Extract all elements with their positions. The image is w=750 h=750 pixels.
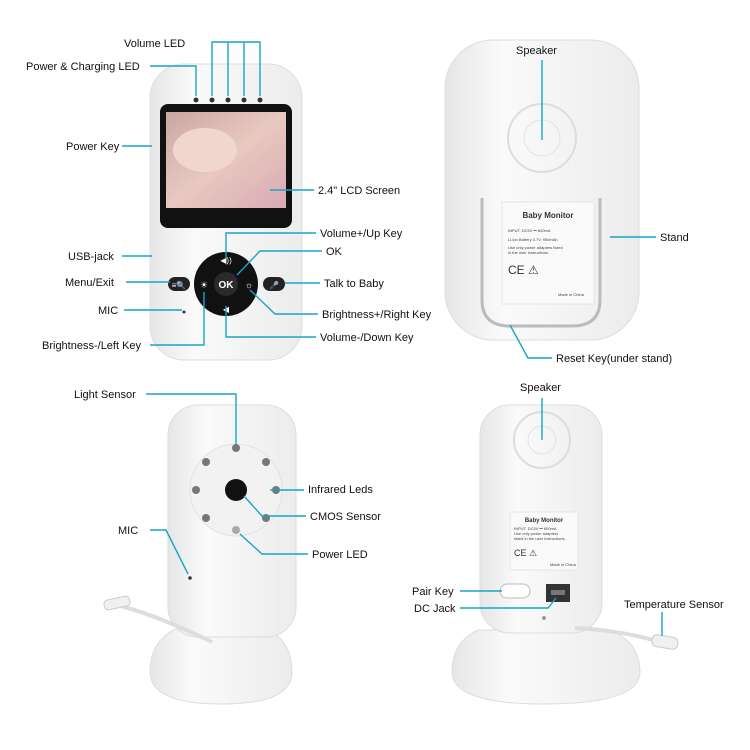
- label-sticker: [501, 201, 595, 305]
- label-speaker: Speaker: [520, 382, 561, 394]
- label-brightness-right: Brightness+/Right Key: [322, 309, 432, 321]
- label-ok: OK: [326, 246, 343, 258]
- label-mic: MIC: [118, 525, 138, 537]
- mic-hole: [182, 310, 186, 314]
- label-volume-up: Volume+/Up Key: [320, 228, 403, 240]
- sticker-text: in the user instructions.: [508, 250, 549, 255]
- parent-unit-front: OK ◀)) ◀ ☀ ☼ ≡🔍 🎤: [149, 63, 303, 361]
- certification-marks: CE ⚠: [508, 263, 539, 277]
- label-dc-jack: DC Jack: [414, 603, 456, 615]
- parent-unit-leaders: [122, 41, 322, 346]
- cmos-lens: [225, 479, 247, 501]
- parent-unit-back: Baby Monitor INPUT: DC5V ⎓ 600mA Li-ion …: [444, 39, 640, 341]
- label-cmos-sensor: CMOS Sensor: [310, 511, 381, 523]
- sticker-text: listed in the user instructions.: [514, 536, 566, 541]
- mic-hole: [188, 576, 192, 580]
- label-volume-down: Volume-/Down Key: [320, 332, 414, 344]
- label-infrared-leds: Infrared Leds: [308, 484, 373, 496]
- label-temperature-sensor: Temperature Sensor: [624, 599, 724, 611]
- ok-button-label: OK: [219, 280, 235, 291]
- sticker-text: Use only power adapters listed: [508, 245, 563, 250]
- sticker-title: Baby Monitor: [525, 518, 564, 524]
- camera-base: [149, 627, 293, 705]
- sticker-title: Baby Monitor: [522, 211, 573, 220]
- sticker-text: INPUT: DC5V ⎓ 600mA: [514, 526, 557, 531]
- camera-front: [103, 404, 297, 705]
- label-power-charging-led: Power & Charging LED: [26, 61, 140, 73]
- sticker-text: Use only power adapters: [514, 531, 558, 536]
- sticker-made-in: Made in China: [550, 562, 577, 567]
- camera-back-leaders: [460, 398, 663, 636]
- label-reset-key: Reset Key(under stand): [556, 353, 672, 365]
- label-power-led: Power LED: [312, 549, 368, 561]
- label-light-sensor: Light Sensor: [74, 389, 136, 401]
- camera-front-leaders: [146, 393, 308, 575]
- pair-key[interactable]: [499, 583, 531, 599]
- camera-base: [451, 629, 641, 705]
- certification-marks: CE ⚠: [514, 548, 537, 558]
- label-speaker: Speaker: [516, 45, 557, 57]
- brightness-left-icon[interactable]: ☀: [200, 280, 208, 290]
- talk-button[interactable]: [263, 277, 285, 291]
- sticker-made-in: Made in China: [558, 292, 585, 297]
- camera-back: Baby Monitor INPUT: DC5V ⎓ 600mA Use onl…: [451, 404, 679, 705]
- parent-unit-labels: Volume LED Power & Charging LED Power Ke…: [26, 38, 432, 352]
- temperature-sensor: [651, 634, 679, 650]
- brightness-right-icon[interactable]: ☼: [245, 280, 253, 290]
- label-pair-key: Pair Key: [412, 586, 454, 598]
- parent-back-leaders: [509, 60, 656, 359]
- label-mic: MIC: [98, 305, 118, 317]
- label-menu-exit: Menu/Exit: [65, 277, 114, 289]
- infrared-leds: [192, 444, 280, 522]
- label-stand: Stand: [660, 232, 689, 244]
- volume-up-icon[interactable]: ◀)): [220, 256, 232, 265]
- menu-icon: ≡🔍: [172, 280, 187, 290]
- led-indicators: [193, 97, 263, 103]
- label-lcd-screen: 2.4" LCD Screen: [318, 185, 400, 197]
- label-volume-led: Volume LED: [124, 38, 185, 50]
- label-usb-jack: USB-jack: [68, 251, 114, 263]
- label-sticker: [509, 511, 579, 571]
- sticker-text: INPUT: DC5V ⎓ 600mA: [508, 228, 551, 233]
- menu-button[interactable]: [168, 277, 190, 291]
- label-brightness-left: Brightness-/Left Key: [42, 340, 142, 352]
- ok-button[interactable]: [214, 272, 238, 296]
- microphone-icon: 🎤: [269, 280, 279, 290]
- stand[interactable]: [480, 198, 602, 328]
- sticker-text: Li-ion Battery 3.7V, 950mAh: [508, 237, 558, 242]
- label-power-key: Power Key: [66, 141, 120, 153]
- label-talk-to-baby: Talk to Baby: [324, 278, 384, 290]
- power-led: [232, 526, 240, 534]
